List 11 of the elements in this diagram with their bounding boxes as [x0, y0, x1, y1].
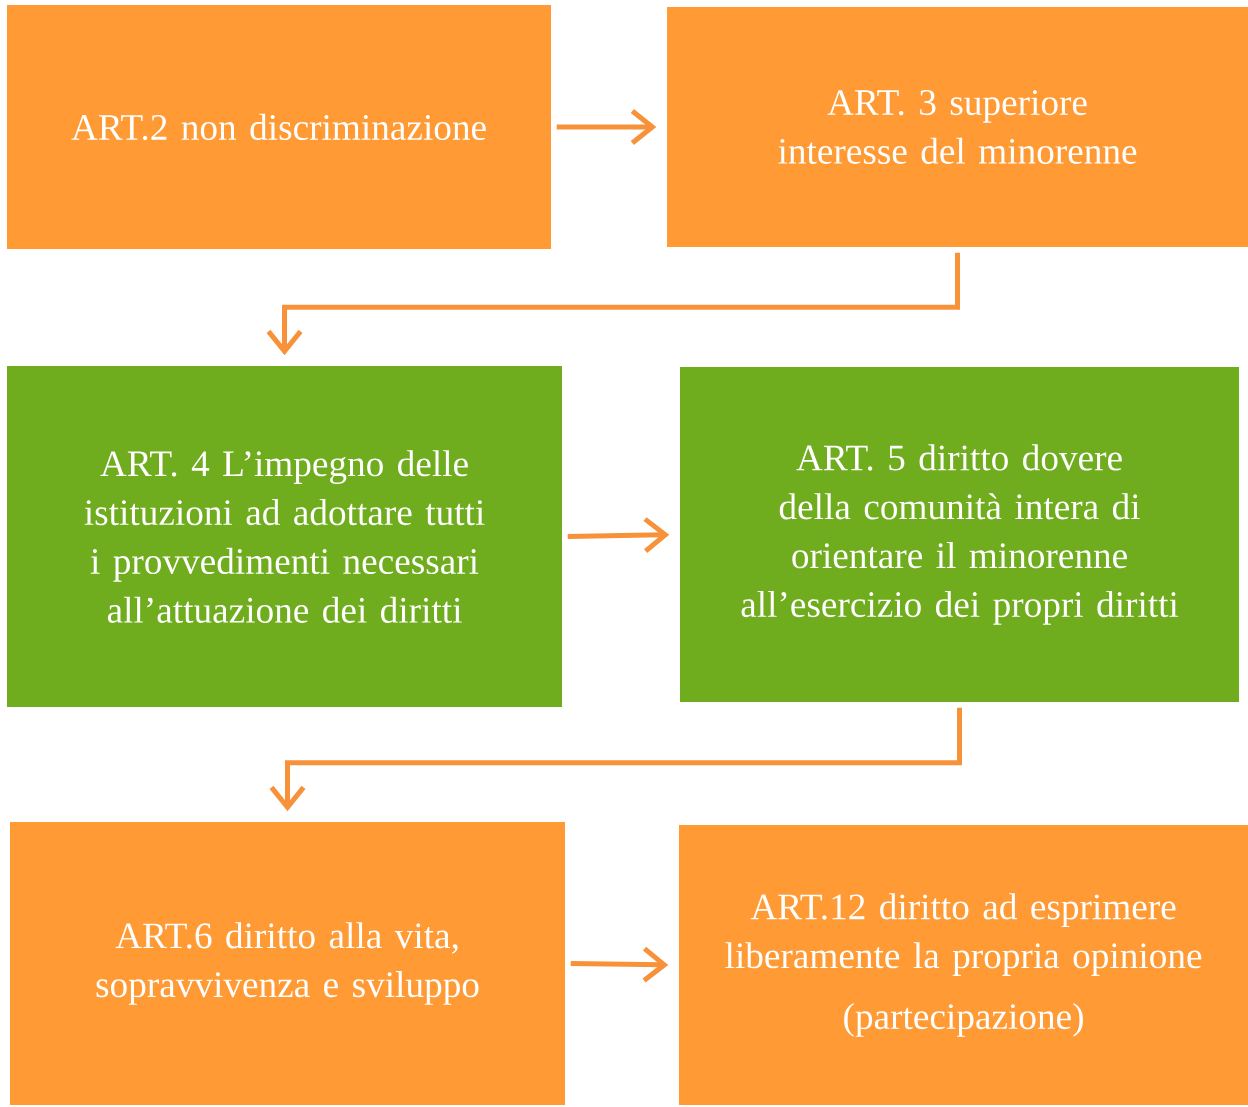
article-box: ART.6 diritto alla vita, sopravvivenza e sviluppo [10, 822, 565, 1106]
arrow [266, 252, 960, 356]
arrow [556, 109, 657, 145]
article-box: ART. 4 L’impegno delle istituzioni ad adottare tutti i provvedimenti necessari all’attuazione dei diritti [7, 366, 562, 708]
article-box: ART.2 non discriminazione [7, 5, 551, 250]
article-box: ART. 5 diritto dovere della comunità intera di orientare il minorenne all’esercizio dei propri diritti [680, 367, 1240, 703]
arrow [269, 707, 962, 812]
article-box: ART. 3 superiore interesse del minorenne [667, 7, 1248, 248]
arrow [570, 946, 669, 983]
article-box: ART.12 diritto ad esprimere liberamente la propria opinione (partecipazione) [679, 825, 1248, 1106]
arrow [567, 517, 670, 554]
